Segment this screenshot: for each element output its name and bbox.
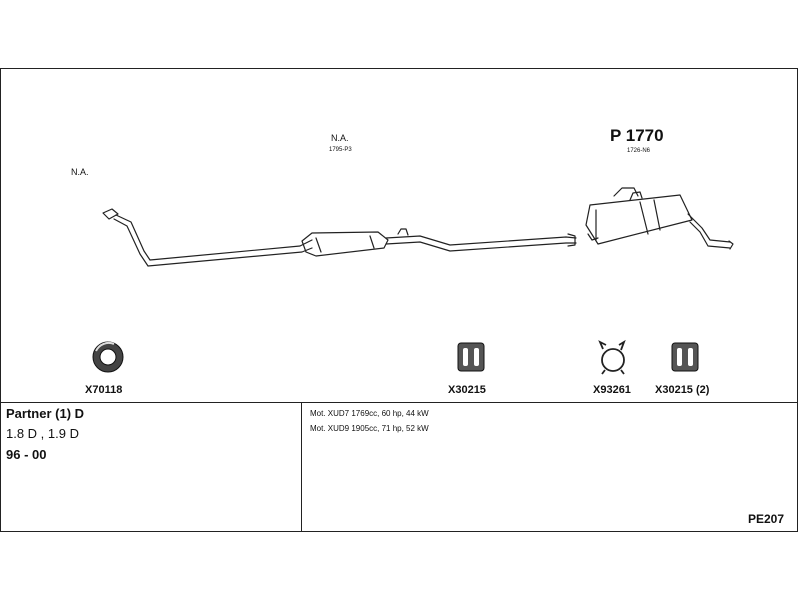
middle-silencer bbox=[301, 231, 389, 257]
vehicle-engines: 1.8 D , 1.9 D bbox=[6, 426, 79, 441]
intermediate-pipe bbox=[385, 228, 577, 252]
front-pipe bbox=[102, 208, 313, 267]
front-pipe-label: N.A. bbox=[71, 167, 89, 177]
rubber-hanger-icon bbox=[457, 342, 485, 372]
rear-silencer bbox=[585, 187, 693, 245]
ring-gasket-icon bbox=[92, 341, 124, 373]
middle-silencer-label: N.A. bbox=[331, 133, 349, 143]
pipe-clamp-icon bbox=[598, 339, 626, 375]
accessory-code: X70118 bbox=[85, 384, 123, 396]
vehicle-model: Partner (1) D bbox=[6, 406, 85, 421]
accessory-code: X30215 (2) bbox=[655, 384, 710, 396]
tail-pipe bbox=[687, 213, 734, 250]
diagram-frame bbox=[0, 68, 798, 532]
accessory-code: X93261 bbox=[593, 384, 631, 396]
reference-code: PE207 bbox=[748, 512, 785, 526]
rear-silencer-part-number: P 1770 bbox=[610, 126, 664, 145]
rubber-hanger-icon bbox=[671, 342, 699, 372]
vehicle-years: 96 - 00 bbox=[6, 447, 47, 462]
rear-silencer-subcode: 1726-N6 bbox=[627, 148, 651, 154]
motor-spec: Mot. XUD7 1769cc, 60 hp, 44 kW bbox=[310, 409, 429, 418]
middle-silencer-subcode: 1795-P3 bbox=[329, 147, 352, 153]
divider-vertical bbox=[301, 402, 302, 532]
accessory-code: X30215 bbox=[448, 384, 486, 396]
motor-spec: Mot. XUD9 1905cc, 71 hp, 52 kW bbox=[310, 424, 429, 433]
divider-horizontal bbox=[0, 402, 798, 403]
